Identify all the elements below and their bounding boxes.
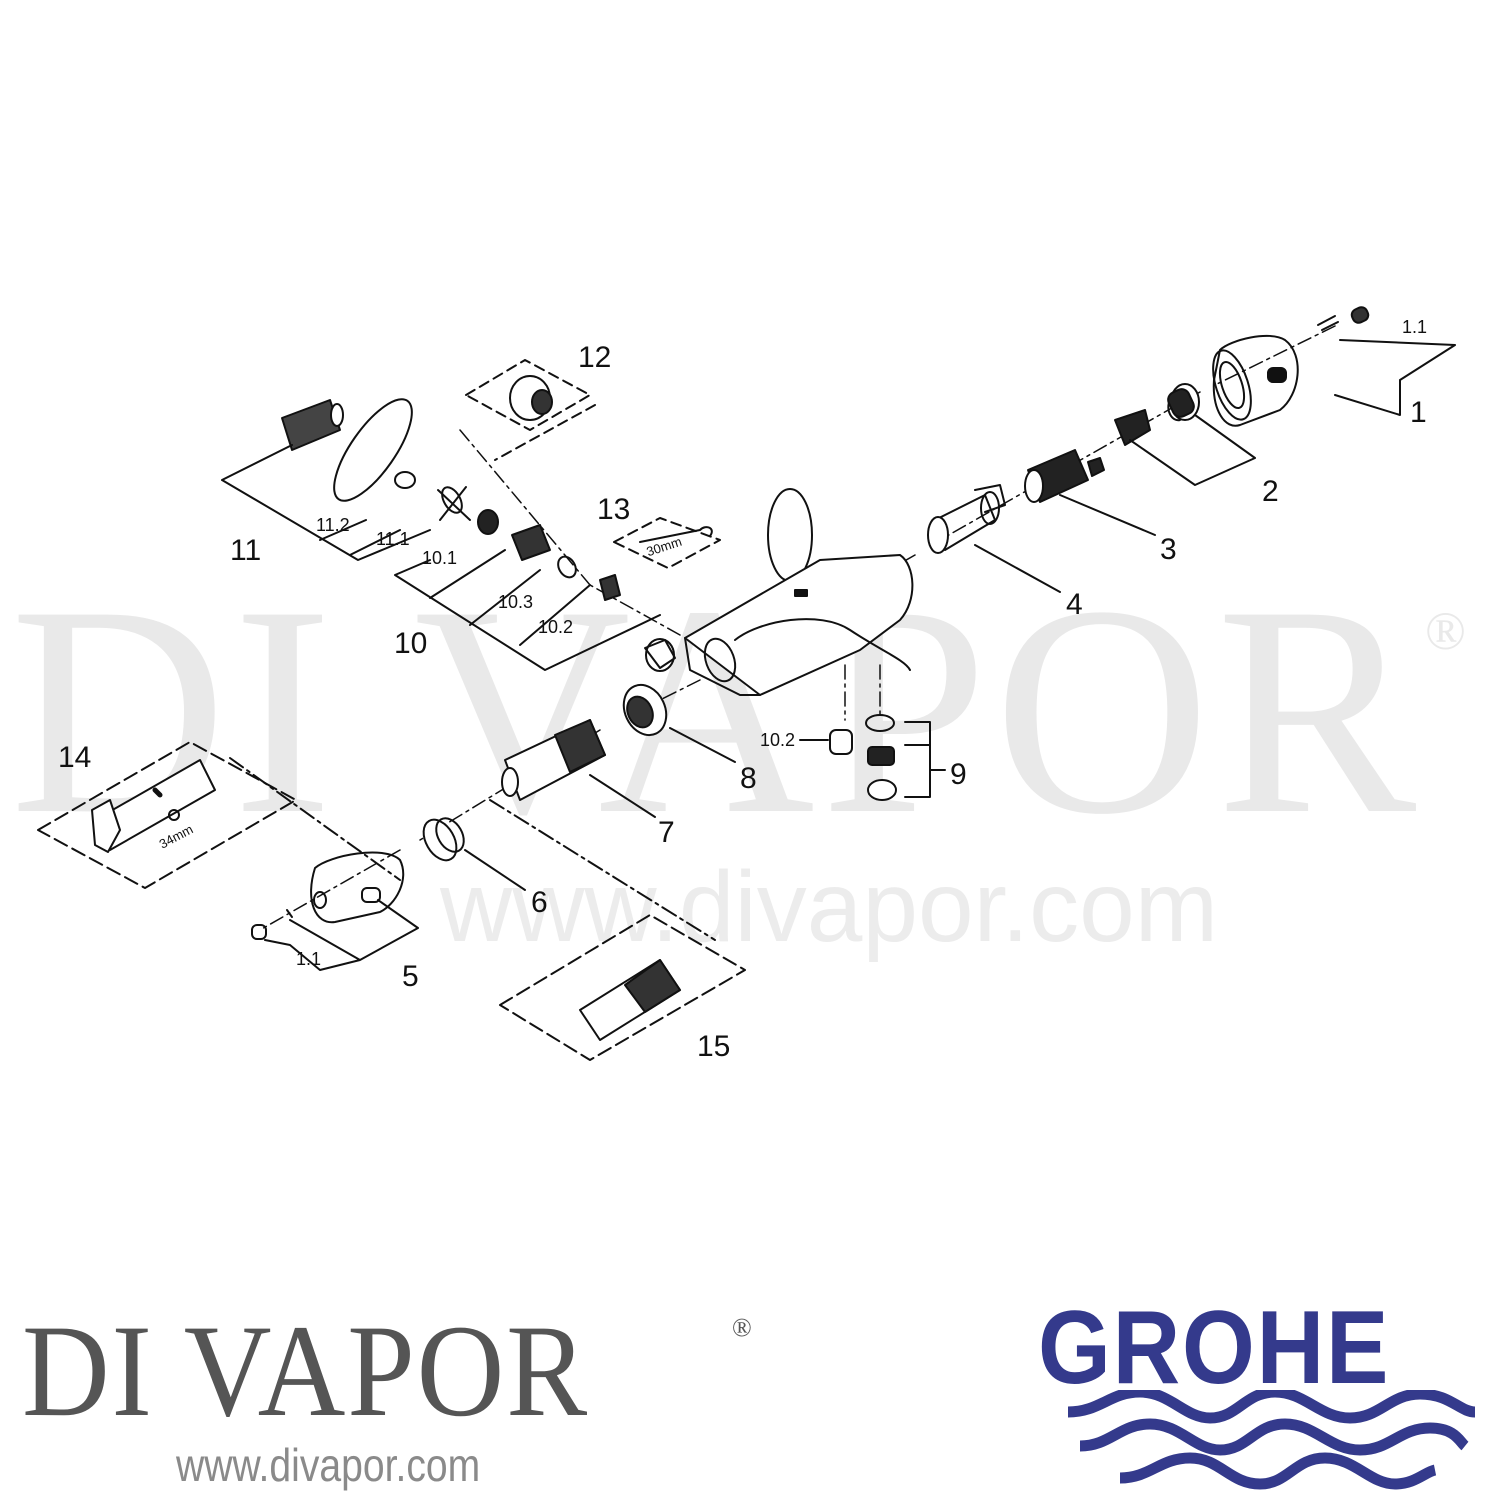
callout-5: 5 — [402, 960, 419, 993]
part-7-flow-cartridge — [501, 719, 656, 818]
callout-8: 8 — [740, 762, 757, 795]
mixer-body — [684, 488, 914, 696]
callout-10: 10 — [394, 627, 428, 660]
callout-15: 15 — [697, 1030, 731, 1063]
divapor-logo-text: DI VAPOR — [22, 1297, 590, 1444]
callout-1-1-upper: 1.1 — [1402, 317, 1428, 337]
callout-10-2-lower: 10.2 — [760, 730, 796, 750]
grohe-logo-text: GROHE — [1038, 1290, 1391, 1406]
callout-1-1-lower: 1.1 — [296, 949, 322, 969]
divapor-url: www.divapor.com — [176, 1439, 481, 1491]
part-13-spanner-box — [613, 517, 721, 569]
part-14-tool-box — [37, 741, 297, 889]
part-5-handle — [251, 851, 419, 971]
part-15-box — [499, 914, 746, 1061]
part-4-sleeve — [927, 484, 1061, 593]
part-14-socket-tool — [91, 759, 216, 853]
callout-12: 12 — [578, 341, 612, 374]
callout-11-2: 11.2 — [316, 515, 350, 535]
callout-4: 4 — [1066, 588, 1083, 621]
callout-6: 6 — [531, 886, 548, 919]
callout-13: 13 — [597, 493, 631, 526]
part-9-aerator-set — [865, 714, 946, 801]
part-13-spanner — [639, 526, 713, 543]
part-3-thermostatic-cartridge — [1024, 449, 1156, 536]
callout-11: 11 — [230, 534, 262, 567]
part-10-group — [394, 509, 676, 672]
part-12-nut — [494, 375, 596, 461]
part-10-2-lower-insert — [799, 729, 853, 755]
callout-1: 1 — [1410, 396, 1427, 429]
part-2-adapter — [1114, 383, 1256, 486]
part-11-group — [221, 398, 471, 561]
grohe-waves-icon — [1067, 1390, 1476, 1490]
callout-14: 14 — [58, 741, 92, 774]
callout-9: 9 — [950, 758, 967, 791]
callout-10-1: 10.1 — [422, 548, 458, 568]
part-8-bush — [622, 683, 736, 763]
callout-10-2: 10.2 — [538, 617, 574, 637]
assembly-axis-lower — [259, 664, 881, 931]
part-1-handle-cap — [1212, 306, 1456, 427]
part-6-ring — [422, 817, 526, 891]
divapor-registered-mark: ® — [732, 1313, 752, 1342]
callout-11-1: 11.1 — [376, 529, 410, 549]
part-15-cartridge — [229, 757, 716, 1041]
callout-3: 3 — [1160, 533, 1177, 566]
callout-10-3: 10.3 — [498, 592, 534, 612]
callout-2: 2 — [1262, 475, 1279, 508]
callout-7: 7 — [658, 816, 675, 849]
